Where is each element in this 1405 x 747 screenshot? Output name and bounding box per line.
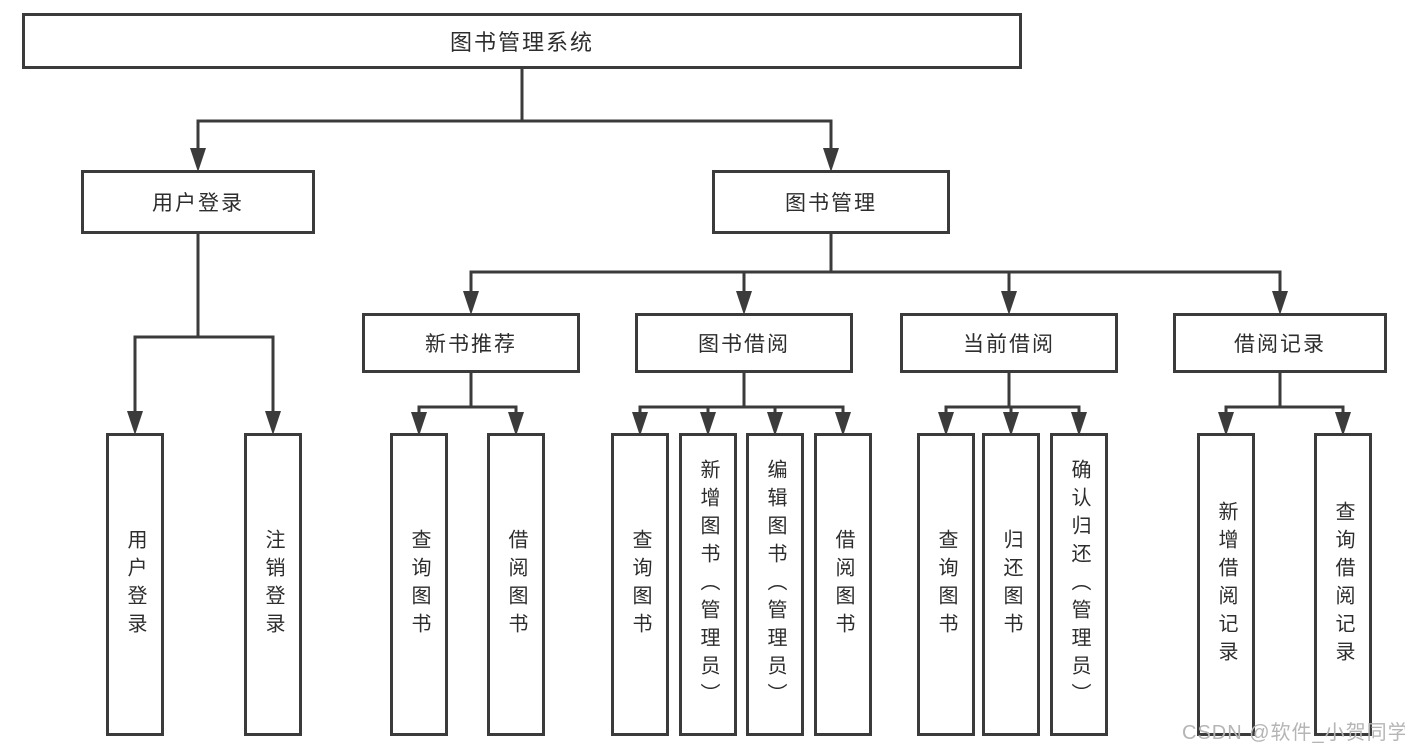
- leaf-user-login: 用户登录: [106, 433, 164, 736]
- node-label: 确认归还（管理员）: [1068, 458, 1090, 711]
- node-label: 借阅图书: [832, 528, 854, 641]
- node-book-management: 图书管理: [712, 170, 950, 234]
- node-user-login: 用户登录: [81, 170, 315, 234]
- node-label: 图书管理: [785, 192, 877, 215]
- node-label: 新增借阅记录: [1215, 500, 1237, 669]
- node-label: 图书管理系统: [449, 30, 594, 55]
- leaf-query-books-recommend: 查询图书: [390, 433, 448, 736]
- leaf-query-books-current: 查询图书: [917, 433, 975, 736]
- csdn-watermark: CSDN @软件_小贺同学: [1182, 722, 1405, 744]
- node-book-borrow: 图书借阅: [635, 313, 853, 373]
- leaf-query-books-borrow: 查询图书: [611, 433, 669, 736]
- node-label: 查询图书: [629, 528, 651, 641]
- leaf-borrow-books-recommend: 借阅图书: [487, 433, 545, 736]
- node-label: 图书借阅: [698, 333, 790, 356]
- node-label: 当前借阅: [963, 333, 1055, 356]
- leaf-logout: 注销登录: [244, 433, 302, 736]
- node-label: 注销登录: [262, 528, 284, 641]
- node-label: 借阅记录: [1234, 333, 1326, 356]
- leaf-add-borrow-record: 新增借阅记录: [1197, 433, 1255, 736]
- node-label: 查询图书: [935, 528, 957, 641]
- node-current-borrow: 当前借阅: [900, 313, 1118, 373]
- node-label: 编辑图书（管理员）: [764, 458, 786, 711]
- leaf-borrow-books: 借阅图书: [814, 433, 872, 736]
- node-label: 查询借阅记录: [1332, 500, 1354, 669]
- node-label: 用户登录: [124, 528, 146, 641]
- node-library-system: 图书管理系统: [22, 13, 1022, 69]
- node-borrow-records: 借阅记录: [1173, 313, 1387, 373]
- leaf-query-borrow-record: 查询借阅记录: [1314, 433, 1372, 736]
- node-label: 借阅图书: [505, 528, 527, 641]
- node-label: 用户登录: [152, 192, 244, 215]
- node-label: 归还图书: [1000, 528, 1022, 641]
- leaf-edit-book-admin: 编辑图书（管理员）: [746, 433, 804, 736]
- node-label: 查询图书: [408, 528, 430, 641]
- node-label: 新增图书（管理员）: [697, 458, 719, 711]
- node-new-book-recommend: 新书推荐: [362, 313, 580, 373]
- node-label: 新书推荐: [425, 333, 517, 356]
- leaf-return-books: 归还图书: [982, 433, 1040, 736]
- leaf-confirm-return-admin: 确认归还（管理员）: [1050, 433, 1108, 736]
- leaf-add-book-admin: 新增图书（管理员）: [679, 433, 737, 736]
